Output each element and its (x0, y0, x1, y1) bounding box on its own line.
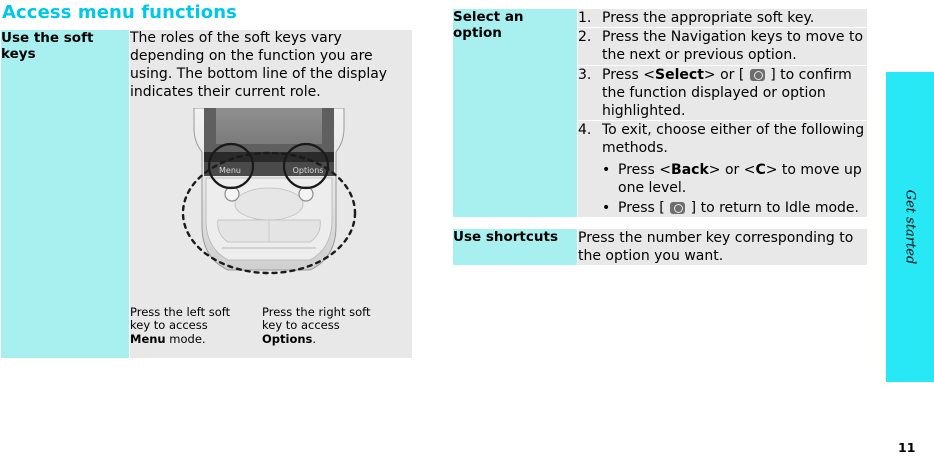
side-tab-label: Get started (902, 189, 918, 265)
step-4-bullets: • Press <Back> or <C> to move up one lev… (602, 161, 867, 218)
caption-left-line2: key to access (130, 318, 208, 333)
page-number: 11 (898, 440, 916, 455)
step-4-intro: To exit, choose either of the following … (602, 122, 865, 157)
step-2-text: Press the Navigation keys to move to the… (602, 29, 864, 64)
row-body-use-soft-keys: The roles of the soft keys vary dependin… (129, 29, 413, 359)
row-body-use-shortcuts: Press the number key corresponding to th… (577, 228, 868, 267)
bullet-1-post: > to move up one level. (618, 161, 862, 196)
phone-diagram: Menu Options (181, 107, 357, 274)
left-column: Access menu functions Use the soft keys … (0, 0, 414, 359)
step-1-cell: 1. Press the appropriate soft key. (577, 7, 868, 29)
step-3-pre: Press < (602, 66, 656, 83)
bullet-back-c: • Press <Back> or <C> to move up one lev… (602, 161, 867, 197)
caption-right-keyword: Options (262, 331, 313, 346)
bullet-idle-mode: • Press [ ] to return to Idle mode. (602, 199, 867, 217)
step-1: 1. Press the appropriate soft key. (578, 9, 867, 27)
step-3-number: 3. (578, 66, 592, 83)
step-3-cell: 3. Press <Select> or [ ] to confirm the … (577, 64, 868, 122)
table-gap (452, 218, 868, 228)
caption-left-keyword: Menu (130, 331, 166, 346)
end-key-icon (670, 201, 686, 214)
step-2: 2. Press the Navigation keys to move to … (578, 28, 867, 64)
caption-right-line2: key to access (262, 318, 340, 333)
step-2-number: 2. (578, 29, 592, 46)
use-shortcuts-table: Use shortcuts Press the number key corre… (452, 228, 868, 267)
table-row: 2. Press the Navigation keys to move to … (453, 27, 868, 66)
bullet-dot-icon: • (602, 199, 611, 216)
bullet-1-pre: Press < (618, 161, 672, 178)
bullet-2-pre: Press [ (618, 199, 665, 216)
step-2-cell: 2. Press the Navigation keys to move to … (577, 27, 868, 66)
caption-left-tail: mode. (165, 331, 206, 346)
bullet-dot-icon: • (602, 161, 611, 178)
step-3: 3. Press <Select> or [ ] to confirm the … (578, 66, 867, 121)
caption-left-softkey: Press the left soft key to access Menu m… (130, 304, 262, 347)
bullet-idle-mode-text: Press [ ] to return to Idle mode. (618, 199, 859, 217)
step-4-text: To exit, choose either of the following … (602, 121, 867, 217)
caption-right-tail: . (312, 331, 317, 346)
row-label-use-shortcuts: Use shortcuts (452, 228, 578, 267)
table-row: Use the soft keys The roles of the soft … (0, 29, 413, 359)
step-1-number: 1. (578, 10, 592, 26)
step-3-mid: > or [ (703, 66, 745, 83)
side-tab-get-started: Get started (886, 72, 934, 382)
bullet-1-keyword-back: Back (671, 161, 709, 178)
caption-left-line1: Press the left soft (130, 304, 231, 319)
confirm-key-icon (749, 68, 765, 81)
bullet-2-post: ] to return to Idle mode. (690, 199, 859, 216)
step-4: 4. To exit, choose either of the followi… (578, 121, 867, 217)
caption-right-line1: Press the right soft (262, 304, 371, 319)
bullet-1-keyword-c: C (755, 161, 766, 178)
step-4-number: 4. (578, 122, 592, 139)
step-1-text: Press the appropriate soft key. (602, 10, 815, 26)
table-row: 4. To exit, choose either of the followi… (453, 120, 868, 219)
svg-text:Menu: Menu (219, 166, 241, 175)
phone-illustration-wrap: Menu Options (130, 107, 412, 358)
step-3-post: ] to confirm the function displayed or o… (602, 66, 852, 119)
step-4-cell: 4. To exit, choose either of the followi… (577, 120, 868, 219)
table-row: Use shortcuts Press the number key corre… (452, 228, 868, 267)
page-title: Access menu functions (2, 2, 237, 23)
table-row: Select an option 1. Press the appropriat… (452, 7, 868, 219)
svg-text:Options: Options (293, 166, 324, 175)
soft-keys-table: Use the soft keys The roles of the soft … (0, 29, 413, 359)
table-row: 3. Press <Select> or [ ] to confirm the … (453, 64, 868, 122)
step-3-keyword-select: Select (655, 66, 704, 83)
bullet-back-c-text: Press <Back> or <C> to move up one level… (618, 161, 867, 197)
caption-right-softkey: Press the right soft key to access Optio… (262, 304, 402, 347)
bullet-1-mid: > or < (708, 161, 756, 178)
soft-keys-description: The roles of the soft keys vary dependin… (130, 30, 388, 100)
select-option-table: Select an option 1. Press the appropriat… (452, 7, 868, 219)
step-3-text: Press <Select> or [ ] to confirm the fun… (602, 66, 867, 121)
right-column: Select an option 1. Press the appropriat… (452, 7, 868, 267)
row-label-use-soft-keys: Use the soft keys (0, 29, 130, 359)
row-label-select-an-option: Select an option (452, 7, 578, 219)
